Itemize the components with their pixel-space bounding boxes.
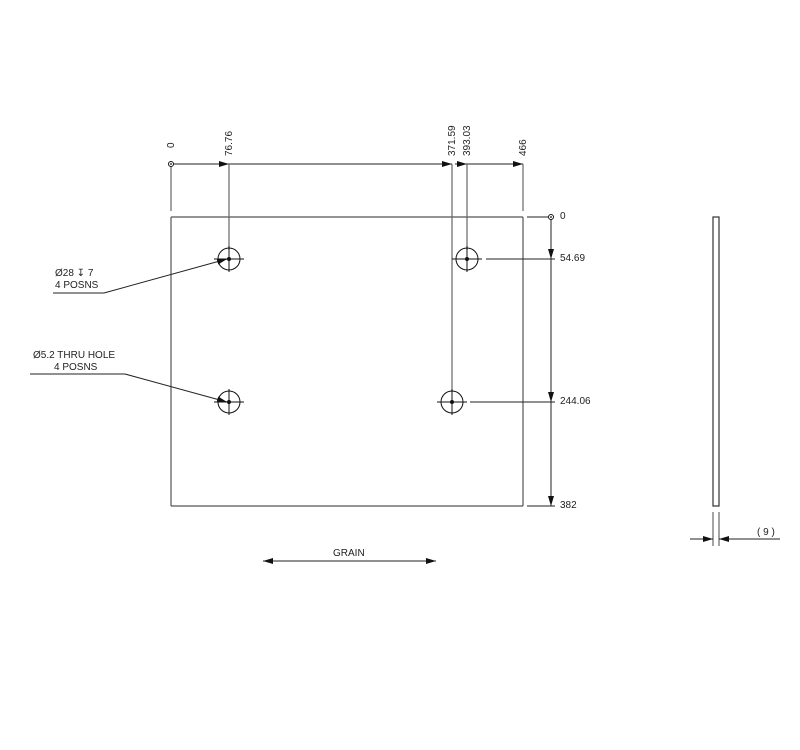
thickness-label: ( 9 ): [757, 527, 775, 538]
counterbore-callout-line1: Ø28 ↧ 7: [55, 268, 94, 279]
x-label-466: 466: [518, 139, 529, 156]
plate-outline: [170, 216, 524, 507]
hole-top-right: [452, 246, 482, 272]
thru-hole-leader: [30, 373, 228, 403]
y-ordinate-dimensions: [470, 214, 555, 507]
thru-hole-callout-line2: 4 POSNS: [54, 362, 98, 373]
y-label-54-69: 54.69: [560, 253, 586, 264]
x-label-393-03: 393.03: [462, 125, 473, 156]
counterbore-leader: [53, 258, 228, 294]
thru-hole-callout-line1: Ø5.2 THRU HOLE: [33, 350, 116, 361]
x-ordinate-dimensions: [168, 161, 524, 392]
counterbore-callout-line2: 4 POSNS: [55, 280, 99, 291]
x-label-371-59: 371.59: [447, 125, 458, 156]
y-label-0: 0: [560, 211, 566, 222]
x-label-76-76: 76.76: [224, 130, 235, 156]
hole-top-left: [214, 246, 244, 272]
x-label-0: 0: [166, 142, 177, 148]
y-label-244-06: 244.06: [560, 396, 591, 407]
hole-bottom-right: [437, 389, 467, 415]
grain-label: GRAIN: [333, 548, 365, 559]
y-label-382: 382: [560, 500, 577, 511]
hole-bottom-left: [214, 389, 244, 415]
side-view: [690, 216, 780, 546]
